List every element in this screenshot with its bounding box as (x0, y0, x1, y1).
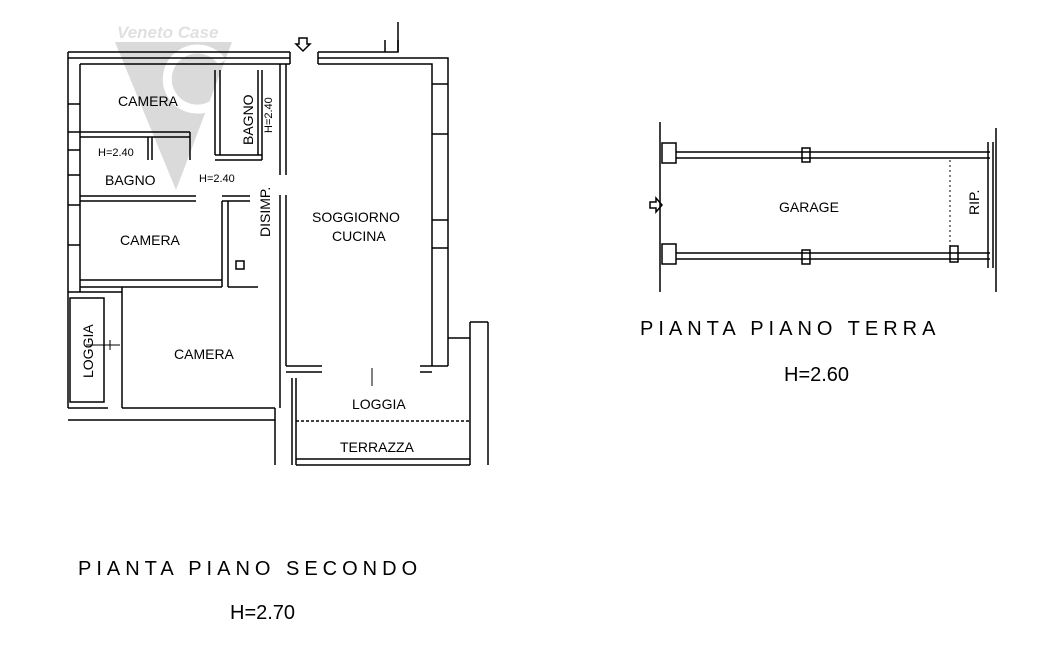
room-label-loggia-bottom: LOGGIA (352, 396, 406, 412)
room-label-cucina: CUCINA (332, 228, 386, 244)
room-height-disimp: H=2.40 (199, 173, 235, 185)
second-floor-plan (67, 22, 489, 466)
shaft-marker (235, 260, 245, 270)
room-label-terrazza: TERRAZZA (340, 439, 415, 455)
interior-walls (68, 52, 489, 466)
room-label-camera-top: CAMERA (118, 93, 179, 109)
room-label-loggia-left: LOGGIA (80, 324, 96, 378)
watermark-triangle (115, 42, 232, 190)
second-floor-height: H=2.70 (230, 602, 296, 624)
ground-floor-plan (649, 122, 997, 292)
room-label-soggiorno: SOGGIORNO (312, 209, 400, 225)
watermark-text: Veneto Case (117, 23, 218, 42)
room-label-garage: GARAGE (779, 199, 839, 215)
garage-entrance-arrow-icon (649, 195, 663, 215)
room-label-bagno-left: BAGNO (105, 172, 156, 188)
ground-floor-labels: GARAGE RIP. (779, 190, 982, 215)
watermark-logo: Veneto Case (115, 23, 232, 190)
room-label-camera-mid: CAMERA (120, 232, 181, 248)
room-label-camera-bottom: CAMERA (174, 346, 235, 362)
entrance-arrow-icon (294, 37, 312, 53)
room-height-bagno-left: H=2.40 (98, 147, 134, 159)
room-label-disimp: DISIMP. (257, 187, 273, 237)
room-label-bagno-right: BAGNO (240, 94, 256, 145)
watermark-c-shape (162, 44, 226, 114)
ground-floor-title: PIANTA PIANO TERRA (640, 318, 941, 340)
room-label-rip: RIP. (966, 190, 982, 215)
room-height-bagno-right: H=2.40 (263, 97, 275, 133)
ground-floor-height: H=2.60 (784, 364, 850, 386)
second-floor-labels: CAMERA H=2.40 BAGNO H=2.40 BAGNO H=2.40 … (80, 93, 415, 455)
second-floor-title: PIANTA PIANO SECONDO (78, 558, 423, 580)
exterior-walls (67, 22, 449, 465)
